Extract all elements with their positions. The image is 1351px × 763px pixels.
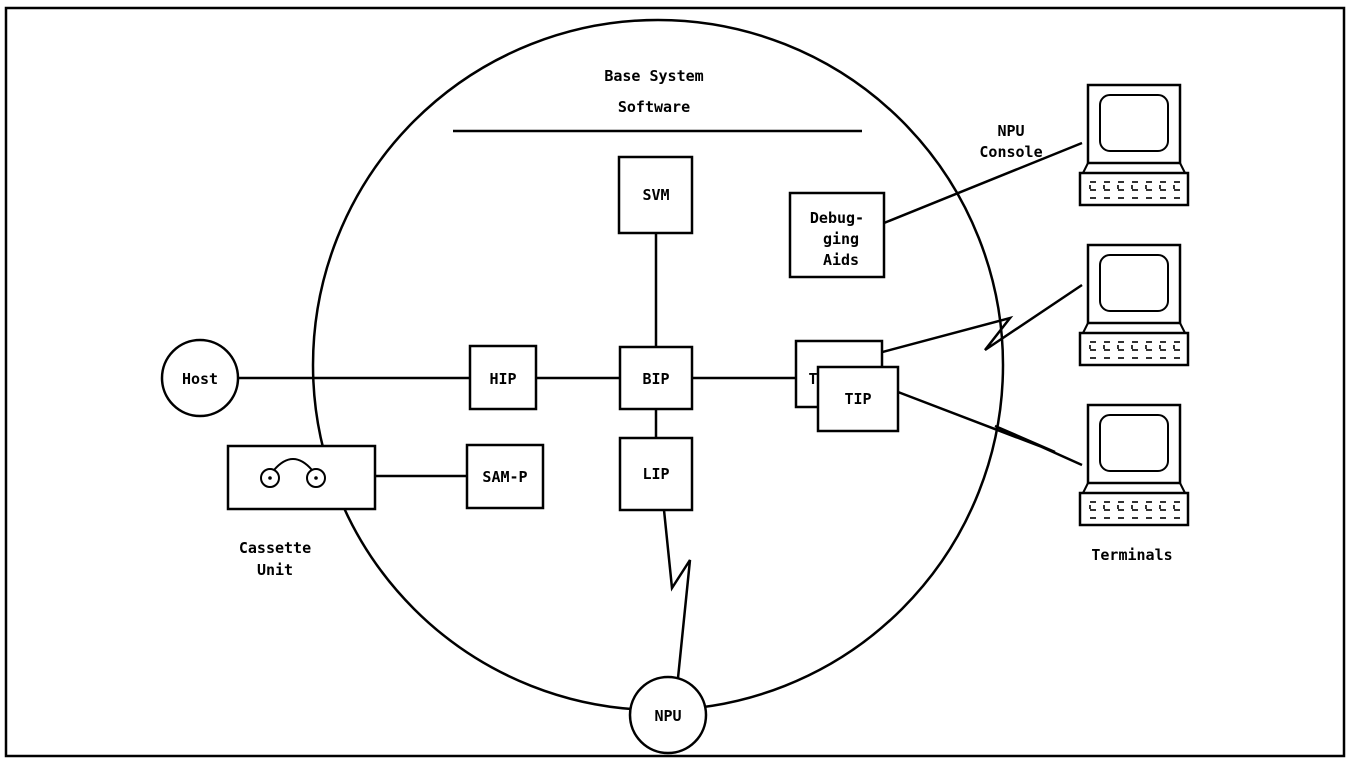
terminal-1-computer-icon [1078, 243, 1190, 367]
host-node: Host [160, 338, 240, 418]
bip-box: BIP [618, 345, 694, 411]
lip-npu-link [662, 509, 692, 679]
base-system-title-line-1: Base System [604, 67, 703, 85]
sam-p-label: SAM-P [482, 468, 527, 486]
npu-label: NPU [654, 707, 681, 725]
bip-label: BIP [642, 370, 669, 388]
cassette-unit: Cassette Unit [226, 444, 377, 579]
svm-label: SVM [642, 186, 669, 204]
svm-box: SVM [617, 155, 694, 235]
tip-terminal-1-link [859, 283, 1083, 360]
npu-console-label-line-2: Console [979, 143, 1042, 161]
terminal-2-device [1078, 403, 1190, 527]
hip-label: HIP [489, 370, 516, 388]
terminal-1-device [1078, 243, 1190, 367]
host-label: Host [182, 370, 218, 388]
debugging-aids-line-2: ging [823, 230, 859, 248]
sam-p-box: SAM-P [465, 443, 545, 510]
debugging-aids-line-1: Debug- [810, 209, 864, 227]
tip-box-2: TIP [816, 365, 900, 433]
terminals-label: Terminals [1091, 546, 1172, 564]
npu-console-computer-icon [1078, 83, 1190, 207]
terminal-2-computer-icon [1078, 403, 1190, 527]
hip-box: HIP [468, 344, 538, 411]
lip-label: LIP [642, 465, 669, 483]
npu-console-label-line-1: NPU [997, 122, 1024, 140]
npu-node: NPU [628, 675, 708, 755]
debugging-aids-box: Debug- ging Aids [788, 191, 886, 279]
debugging-console-link [883, 141, 1083, 225]
connections [238, 141, 1083, 679]
cassette-unit-label-line-2: Unit [257, 561, 293, 579]
tip-terminal-2-link [897, 390, 1083, 467]
base-system-title-line-2: Software [618, 98, 690, 116]
cassette-unit-icon [226, 444, 377, 511]
npu-console-device: NPU Console [979, 83, 1190, 207]
debugging-aids-line-3: Aids [823, 251, 859, 269]
figure-frame [4, 6, 1346, 758]
lip-box: LIP [618, 436, 694, 512]
cassette-unit-label-line-1: Cassette [239, 539, 311, 557]
tip-2-label: TIP [844, 390, 871, 408]
